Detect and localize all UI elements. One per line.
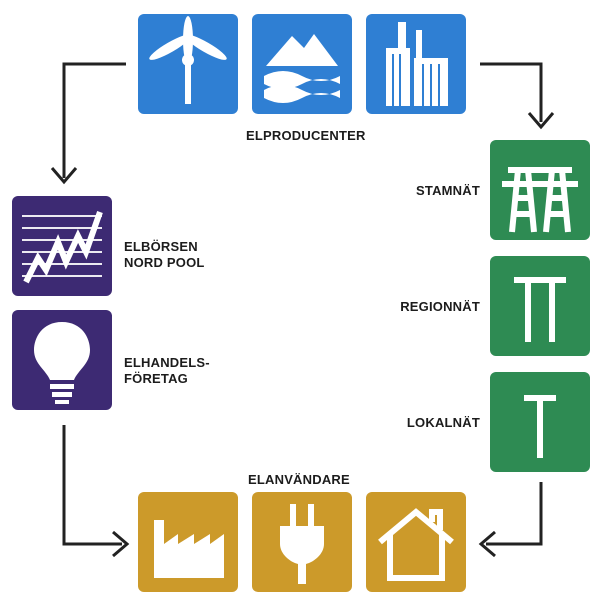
exchange-label-line2: NORD POOL bbox=[124, 255, 205, 270]
grid-level-label-stamnat: STAMNÄT bbox=[416, 183, 480, 198]
regionnat-tile bbox=[490, 256, 590, 356]
arrow-producers-to-exchange bbox=[62, 62, 126, 178]
factory-tile bbox=[138, 492, 238, 592]
hydro-water-icon bbox=[264, 34, 340, 103]
house-icon bbox=[378, 508, 454, 581]
retailer-label: ELHANDELS- FÖRETAG bbox=[124, 355, 210, 387]
consumers-title: ELANVÄNDARE bbox=[248, 472, 350, 487]
power-plug-icon bbox=[280, 504, 324, 584]
exchange-tile bbox=[12, 196, 112, 296]
nuclear-tile bbox=[366, 14, 466, 114]
retailer-label-line1: ELHANDELS- bbox=[124, 355, 210, 370]
light-bulb-icon bbox=[34, 322, 90, 404]
arrow-retailer-to-consumers bbox=[62, 425, 122, 546]
regional-pole-icon bbox=[514, 277, 566, 342]
exchange-label-line1: ELBÖRSEN bbox=[124, 239, 198, 254]
factory-icon bbox=[154, 520, 224, 578]
producers-title: ELPRODUCENTER bbox=[246, 128, 366, 143]
retailer-label-line2: FÖRETAG bbox=[124, 371, 188, 386]
retailer-tile bbox=[12, 310, 112, 410]
wind-tile bbox=[138, 14, 238, 114]
arrow-producers-to-grid bbox=[480, 62, 543, 122]
stamnat-tile bbox=[490, 140, 590, 240]
house-tile bbox=[366, 492, 466, 592]
lokalnat-tile bbox=[490, 372, 590, 472]
transmission-tower-icon bbox=[502, 167, 578, 233]
plug-tile bbox=[252, 492, 352, 592]
grid-level-label-regionnat: REGIONNÄT bbox=[400, 299, 480, 314]
grid-level-label-lokalnat: LOKALNÄT bbox=[406, 415, 480, 430]
price-chart-icon bbox=[22, 211, 103, 284]
exchange-label: ELBÖRSEN NORD POOL bbox=[124, 239, 205, 271]
wind-turbine-icon bbox=[149, 16, 227, 104]
arrow-grid-to-consumers bbox=[486, 482, 543, 546]
nuclear-plant-icon bbox=[386, 22, 448, 106]
hydro-tile bbox=[252, 14, 352, 114]
local-pole-icon bbox=[524, 395, 556, 458]
